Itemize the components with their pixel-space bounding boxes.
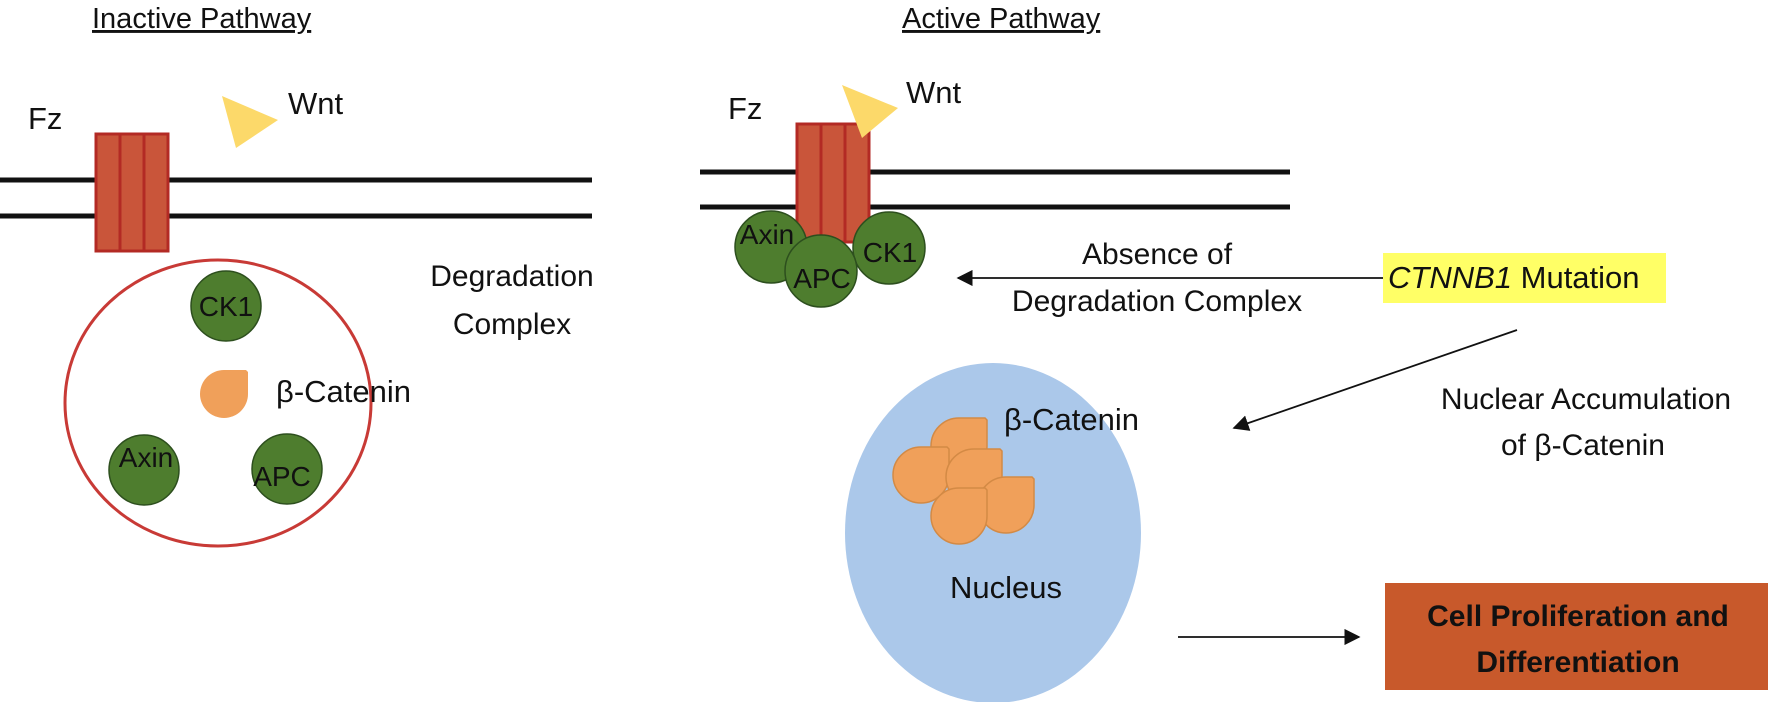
accumulation-arrow	[1232, 329, 1518, 431]
active-ck1-label: CK1	[863, 237, 917, 268]
inactive-pathway-panel: Inactive Pathway Fz Wnt Degradation Comp…	[0, 3, 594, 548]
active-ck1-protein	[852, 211, 926, 285]
inactive-ck1-label: CK1	[199, 291, 253, 322]
accumulation-label-line2: of β-Catenin	[1501, 429, 1665, 462]
active-apc-label: APC	[793, 263, 851, 294]
degradation-complex-label-line2: Complex	[453, 308, 571, 341]
active-frizzled-receptor	[795, 122, 871, 244]
active-pathway-panel: Active Pathway Fz Wnt Axin CK1 APC Absen…	[700, 3, 1768, 702]
inactive-wnt-triangle	[222, 96, 278, 148]
active-pathway-heading: Active Pathway	[902, 3, 1101, 35]
ctnnb1-gene-name: CTNNB1	[1388, 260, 1512, 295]
inactive-fz-label: Fz	[28, 101, 62, 136]
mutation-label: CTNNB1 Mutation	[1388, 260, 1640, 295]
active-beta-catenin-label: β-Catenin	[1004, 402, 1139, 437]
inactive-axin-protein	[108, 434, 180, 506]
mutation-highlight	[1383, 253, 1666, 303]
beta-catenin-cluster	[892, 417, 1035, 545]
outcome-box	[1385, 583, 1768, 690]
nucleus-label: Nucleus	[950, 570, 1062, 605]
accumulation-label-line1: Nuclear Accumulation	[1441, 383, 1731, 416]
inactive-ck1-protein	[190, 270, 262, 342]
inactive-apc-protein	[251, 433, 323, 505]
inactive-apc-label: APC	[253, 461, 311, 492]
beta-catenin-unit	[892, 446, 950, 504]
inactive-receptor-body	[94, 132, 170, 253]
active-receptor-body	[795, 122, 871, 244]
inactive-frizzled-receptor	[94, 132, 170, 253]
active-membrane	[700, 169, 1290, 210]
active-apc-protein	[784, 234, 858, 308]
inactive-membrane	[0, 177, 592, 219]
degradation-complex-outline	[63, 258, 373, 548]
active-wnt-label: Wnt	[906, 75, 962, 110]
active-fz-label: Fz	[728, 91, 762, 126]
absence-label-line2: Degradation Complex	[1012, 285, 1302, 318]
absence-label-line1: Absence of	[1082, 238, 1233, 271]
outcome-label-line2: Differentiation	[1476, 646, 1679, 679]
inactive-pathway-heading: Inactive Pathway	[92, 3, 312, 35]
inactive-axin-label: Axin	[119, 442, 173, 473]
inactive-beta-catenin-label: β-Catenin	[276, 374, 411, 409]
inactive-wnt-label: Wnt	[288, 86, 344, 121]
active-axin-label: Axin	[740, 219, 794, 250]
mutation-word: Mutation	[1512, 260, 1640, 295]
beta-catenin-unit	[930, 487, 988, 545]
outcome-label-line1: Cell Proliferation and	[1427, 600, 1729, 633]
active-wnt-triangle	[842, 85, 898, 138]
inactive-beta-catenin-shape	[200, 370, 248, 418]
degradation-complex-label-line1: Degradation	[430, 260, 593, 293]
